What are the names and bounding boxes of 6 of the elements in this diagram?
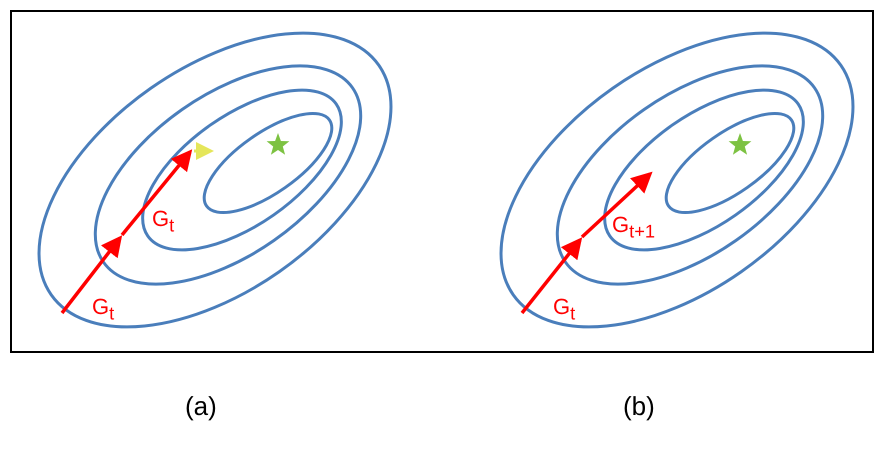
vector-label: G$_{t}$ — [92, 296, 114, 323]
vector-label: G$_{t}$ — [553, 296, 576, 323]
vector-label: G$_{t+1}$ — [612, 214, 656, 241]
panel-caption: (b) — [623, 393, 655, 419]
vector-label: G$_{t}$ — [152, 208, 174, 235]
panel-caption: (a) — [185, 393, 217, 419]
